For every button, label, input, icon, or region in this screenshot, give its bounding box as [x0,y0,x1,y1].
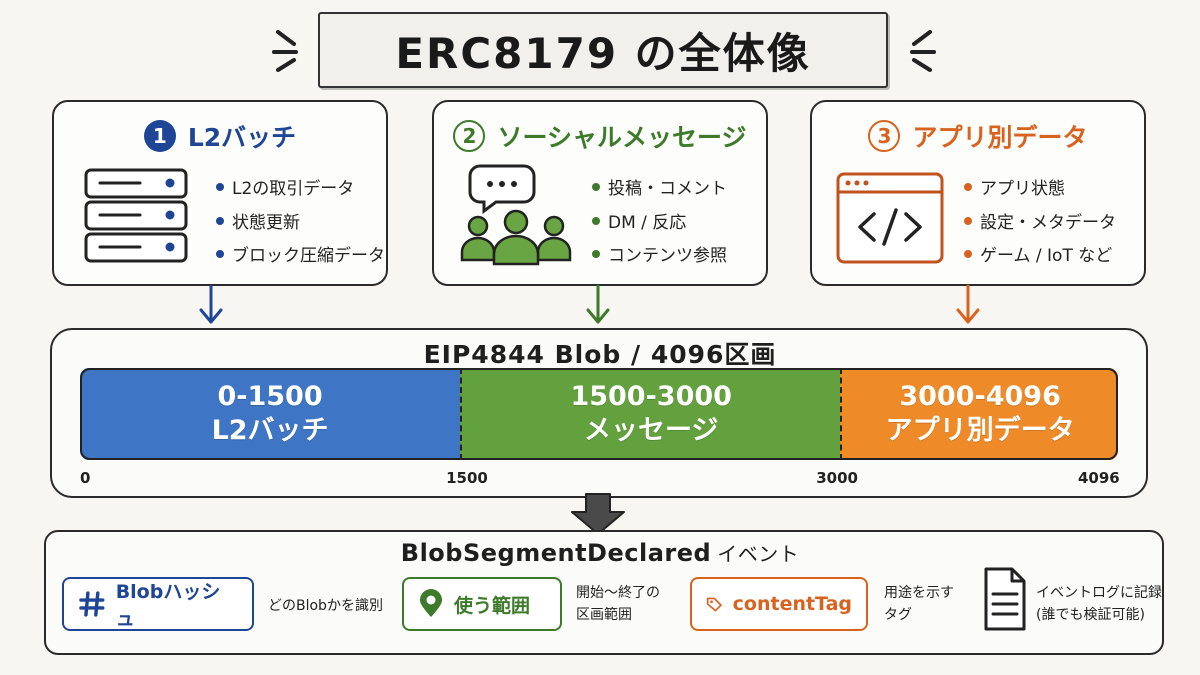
card-title: L2バッチ [187,123,297,152]
sparkle-right-icon [910,30,936,72]
desc-line: (誰でも検証可能) [1036,607,1145,624]
card-number-badge: 2 [453,120,486,152]
desc-line: 用途を示す [884,585,954,601]
segment-label: アプリ別データ [885,415,1075,446]
bullet-item: 状態更新 [216,208,300,233]
hash-icon [79,591,105,617]
field-label: contentTag [732,593,852,615]
field-range: 使う範囲 [402,577,562,631]
location-pin-icon [420,589,442,617]
segment-l2-batch: 0-1500 L2バッチ [80,368,461,460]
bullet-item: 設定・メタデータ [964,208,1116,233]
title-banner: ERC8179 の全体像 [318,12,888,88]
desc-line: 区画範囲 [576,607,632,624]
card-l2-batch: 1 L2バッチ L2の取引データ 状態更新 ブロック圧縮データ [52,100,388,286]
tick-label: 3000 [816,469,858,487]
event-name: BlobSegmentDeclared [400,539,712,567]
desc-line: タグ [884,607,912,624]
arrow-down-icon [586,284,610,324]
card-title: ソーシャルメッセージ [497,123,747,152]
bullet-item: ゲーム / IoT など [964,241,1112,266]
bullet-item: DM / 反応 [592,208,686,233]
social-users-icon [460,164,572,266]
segment-range: 0-1500 [217,381,323,413]
segment-messages: 1500-3000 メッセージ [460,368,841,460]
tick-label: 0 [80,469,91,487]
bullet-item: L2の取引データ [216,174,354,199]
tag-icon [706,597,722,612]
segment-range: 3000-4096 [899,381,1061,413]
card-number-badge: 3 [868,120,901,152]
desc-line: どのBlobかを識別 [268,598,383,614]
log-desc: イベントログに記録 (誰でも検証可能) [1036,582,1162,627]
bullet-item: ブロック圧縮データ [216,241,385,266]
arrow-down-icon [199,284,223,324]
field-desc: 開始〜終了の 区画範囲 [576,582,660,627]
field-label: Blobハッシュ [115,581,221,630]
field-content-tag: contentTag [690,577,868,631]
blob-title: EIP4844 Blob / 4096区画 [423,340,777,369]
card-title: アプリ別データ [912,123,1088,152]
code-window-icon [836,172,944,264]
segment-label: L2バッチ [211,415,329,446]
desc-line: 開始〜終了の [576,585,660,601]
segment-app-data: 3000-4096 アプリ別データ [840,368,1118,460]
page-title: ERC8179 の全体像 [395,28,811,78]
big-arrow-down-icon [571,493,625,535]
field-label: 使う範囲 [454,594,531,617]
document-icon [984,567,1026,631]
field-blob-hash: Blobハッシュ [62,577,254,631]
segment-label: メッセージ [583,415,719,446]
server-icon [84,168,188,263]
sparkle-left-icon [272,30,298,72]
tick-label: 4096 [1078,469,1120,487]
bullet-item: 投稿・コメント [592,174,727,199]
bullet-item: アプリ状態 [964,174,1065,199]
event-suffix: イベント [717,542,800,566]
card-number-badge: 1 [143,120,176,152]
arrow-down-icon [956,284,980,324]
field-desc: どのBlobかを識別 [268,595,383,617]
bullet-item: コンテンツ参照 [592,241,727,266]
card-social-messages: 2 ソーシャルメッセージ 投稿・コメント DM / 反応 コンテンツ参照 [432,100,768,286]
field-desc: 用途を示す タグ [884,582,954,627]
card-app-data: 3 アプリ別データ アプリ状態 設定・メタデータ ゲーム / IoT など [810,100,1146,286]
segment-range: 1500-3000 [570,381,732,413]
desc-line: イベントログに記録 [1036,585,1162,601]
tick-label: 1500 [446,469,488,487]
